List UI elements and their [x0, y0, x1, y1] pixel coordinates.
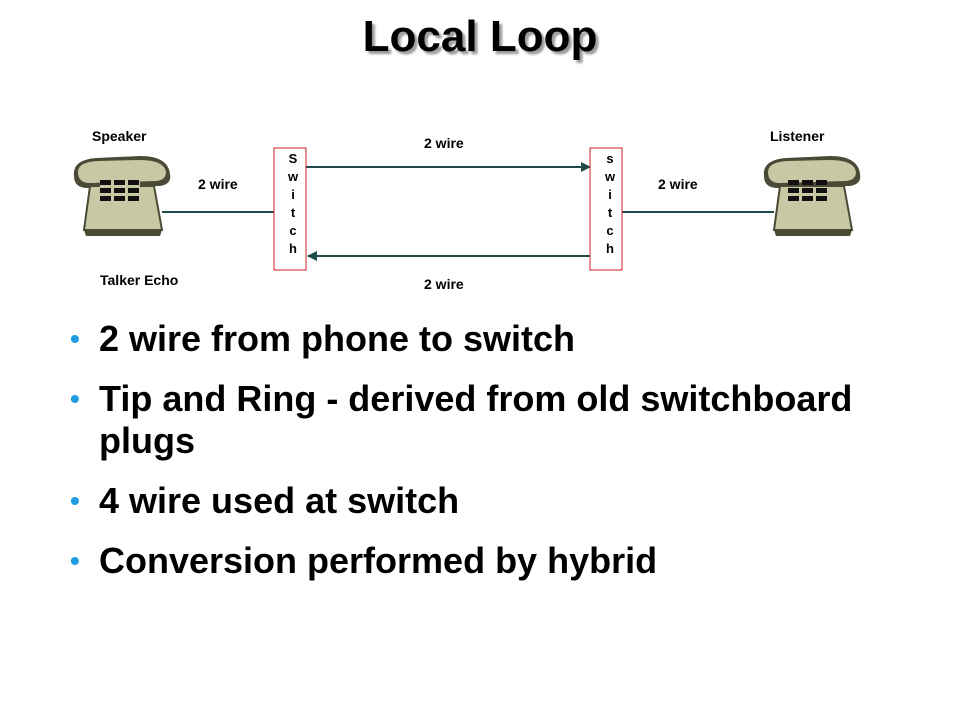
right-switch-letter: t [608, 205, 613, 220]
right-switch-letter: h [606, 241, 614, 256]
left-switch-letter: c [289, 223, 296, 238]
listener-phone-icon [763, 156, 861, 236]
bullet-dot-icon: • [70, 485, 80, 516]
right-switch-letter: w [604, 169, 616, 184]
left-switch-letter: t [291, 205, 296, 220]
left-switch-letter: S [289, 151, 298, 166]
top-wire-label: 2 wire [424, 135, 464, 151]
bullet-dot-icon: • [70, 323, 80, 354]
left-switch-label: S w i t c h [287, 151, 299, 256]
speaker-phone-icon [73, 156, 171, 236]
left-switch-letter: i [291, 187, 295, 202]
left-switch-letter: w [287, 169, 299, 184]
bullet-text: 4 wire used at switch [99, 480, 460, 521]
bullet-item: • Conversion performed by hybrid [70, 540, 930, 582]
bullet-text: 2 wire from phone to switch [99, 318, 576, 359]
speaker-label: Speaker [92, 128, 147, 144]
left-wire-label: 2 wire [198, 176, 238, 192]
right-switch-label: s w i t c h [604, 151, 616, 256]
bullet-item: • 2 wire from phone to switch [70, 318, 930, 360]
right-wire-label: 2 wire [658, 176, 698, 192]
bullet-item: • 4 wire used at switch [70, 480, 930, 522]
left-switch-letter: h [289, 241, 297, 256]
right-switch-letter: s [606, 151, 613, 166]
bullet-text: Tip and Ring - derived from old switchbo… [99, 378, 853, 461]
right-switch-letter: i [608, 187, 612, 202]
local-loop-diagram: S w i t c h s w i t c h Speaker Listener… [73, 128, 861, 292]
bullet-dot-icon: • [70, 383, 80, 414]
slide-title: Local Loop [362, 12, 598, 61]
bullet-item: • Tip and Ring - derived from old switchb… [70, 378, 930, 462]
right-switch-box [589, 147, 623, 271]
bullet-list: • 2 wire from phone to switch • Tip and Ri… [70, 318, 930, 600]
listener-label: Listener [770, 128, 825, 144]
talker-echo-label: Talker Echo [100, 272, 178, 288]
bullet-text: Conversion performed by hybrid [99, 540, 658, 581]
bullet-dot-icon: • [70, 545, 80, 576]
right-switch-letter: c [606, 223, 613, 238]
left-switch-box [273, 147, 307, 271]
bottom-wire-label: 2 wire [424, 276, 464, 292]
